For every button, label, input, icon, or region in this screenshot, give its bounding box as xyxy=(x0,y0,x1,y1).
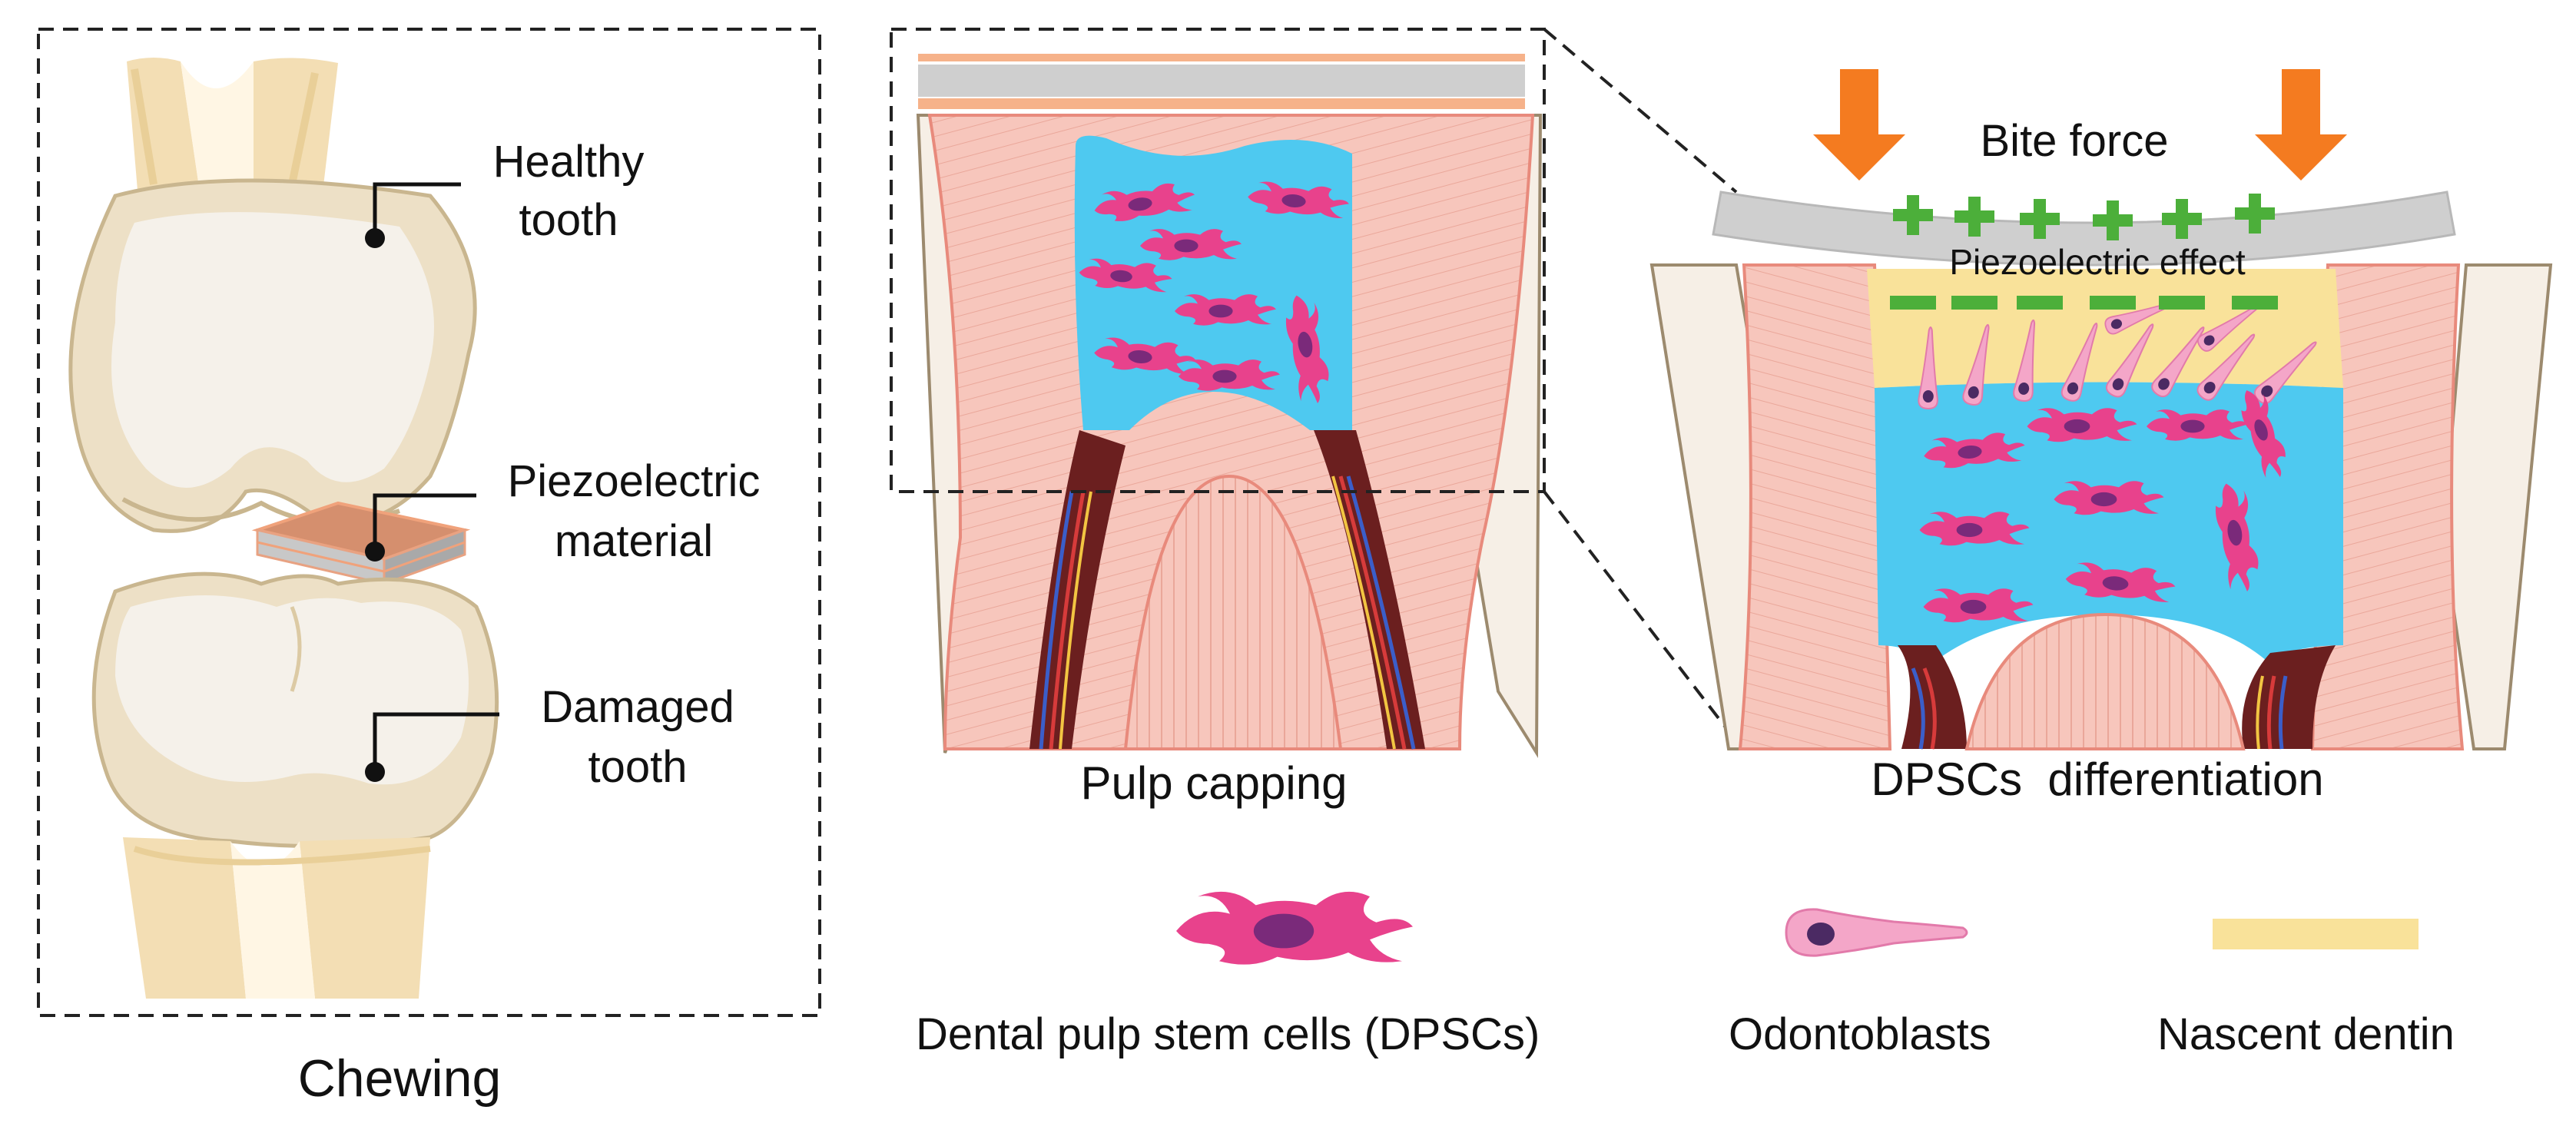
piezoelectric-effect-label: Piezoelectric effect xyxy=(1949,242,2246,282)
bite-force-arrow-left xyxy=(1813,69,1905,181)
capping-material-top xyxy=(918,54,1525,61)
stem-cell xyxy=(1179,359,1280,391)
pulp-stem-cells xyxy=(1079,181,1349,403)
zoom-connector-bottom xyxy=(1543,490,1738,743)
odontoblast-icon xyxy=(1785,908,1968,957)
stem-cell xyxy=(1924,432,2025,469)
stem-cell xyxy=(2054,481,2164,515)
odontoblast-cells xyxy=(1918,301,2317,409)
odontoblast xyxy=(2013,319,2036,403)
stem-cell xyxy=(1285,295,1329,403)
odontoblast xyxy=(2196,333,2256,401)
negative-charge xyxy=(1890,296,1936,310)
positive-charge xyxy=(1893,195,1933,235)
legend-label-nascent-dentin: Nascent dentin xyxy=(2157,1009,2455,1059)
odontoblast xyxy=(2253,341,2317,405)
healthy-tooth-label-line2: tooth xyxy=(519,195,618,245)
dpsc-cell-icon xyxy=(1176,891,1413,965)
dpscs-differentiation-caption: DPSCs differentiation xyxy=(1871,754,2324,805)
negative-charge xyxy=(1951,296,1997,310)
odontoblast xyxy=(2105,323,2154,398)
positive-charge xyxy=(2093,200,2133,240)
positive-charge xyxy=(2020,199,2060,239)
chewing-caption: Chewing xyxy=(297,1049,502,1108)
bite-force-label: Bite force xyxy=(1980,116,2169,166)
stem-cell xyxy=(1140,229,1242,260)
odontoblast xyxy=(2060,323,2098,402)
piezoelectric-material-label-line1: Piezoelectric xyxy=(507,456,761,506)
damaged-tooth-leader xyxy=(373,712,499,772)
negative-charge xyxy=(2232,296,2278,310)
negative-charge xyxy=(2159,296,2205,310)
stem-cell xyxy=(1248,181,1349,219)
bite-force-arrow-right xyxy=(2255,69,2347,181)
stem-cell xyxy=(1079,258,1172,293)
stem-cell xyxy=(2027,408,2137,442)
nascent-dentin-swatch xyxy=(2213,919,2419,949)
healthy-tooth-marker xyxy=(365,228,385,248)
nascent-dentin-layer xyxy=(1867,269,2343,388)
stem-cell xyxy=(1094,337,1195,375)
stem-cell xyxy=(2147,409,2248,441)
stem-cell xyxy=(1094,183,1195,221)
stem-cell xyxy=(1175,294,1276,326)
stem-cell xyxy=(2241,390,2286,478)
odontoblast xyxy=(1918,326,1938,409)
damaged-tooth-label-line2: tooth xyxy=(588,742,688,792)
zoom-region-box xyxy=(890,28,1546,493)
negative-charges xyxy=(1890,296,2278,310)
chewing-panel xyxy=(37,28,821,1017)
positive-charge xyxy=(1954,197,1994,237)
differentiation-panel xyxy=(1649,69,2553,750)
pulp-capping-caption: Pulp capping xyxy=(1080,757,1348,809)
stem-cell xyxy=(2215,483,2259,591)
damaged-tooth-marker xyxy=(365,762,385,782)
negative-charge xyxy=(2017,296,2063,310)
stem-cell xyxy=(1923,588,2034,623)
odontoblast xyxy=(2151,326,2205,398)
lower-tooth-roots xyxy=(123,837,431,999)
healthy-tooth-label-line1: Healthy xyxy=(492,137,645,187)
upper-tooth-roots xyxy=(127,58,338,200)
piezoelectric-material-block xyxy=(251,501,471,586)
capping-material-bottom xyxy=(918,98,1525,109)
chewing-label-leaders xyxy=(365,182,499,782)
material-marker xyxy=(365,542,385,562)
stem-cell xyxy=(1919,512,2030,546)
odontoblast xyxy=(1962,323,1990,406)
damaged-tooth-label-line1: Damaged xyxy=(541,682,734,732)
positive-charges xyxy=(1893,194,2275,240)
legend-icons xyxy=(1176,891,2419,965)
material-leader xyxy=(373,493,476,552)
legend-label-dpscs: Dental pulp stem cells (DPSCs) xyxy=(916,1009,1540,1059)
zoom-connector-top xyxy=(1543,28,1738,194)
positive-charge xyxy=(2162,199,2202,239)
positive-charge xyxy=(2235,194,2275,234)
healthy-tooth-crown xyxy=(68,178,477,533)
piezoelectric-material-label-line2: material xyxy=(554,516,714,566)
negative-charge xyxy=(2090,296,2136,310)
stem-cell xyxy=(2065,562,2176,602)
legend-label-odontoblasts: Odontoblasts xyxy=(1729,1009,1991,1059)
damaged-tooth-crown xyxy=(91,571,499,848)
healthy-tooth-leader xyxy=(373,182,461,238)
capping-material-middle xyxy=(918,65,1525,97)
differentiating-stem-cells xyxy=(1919,390,2286,623)
pulp-capping-panel xyxy=(890,28,1546,758)
